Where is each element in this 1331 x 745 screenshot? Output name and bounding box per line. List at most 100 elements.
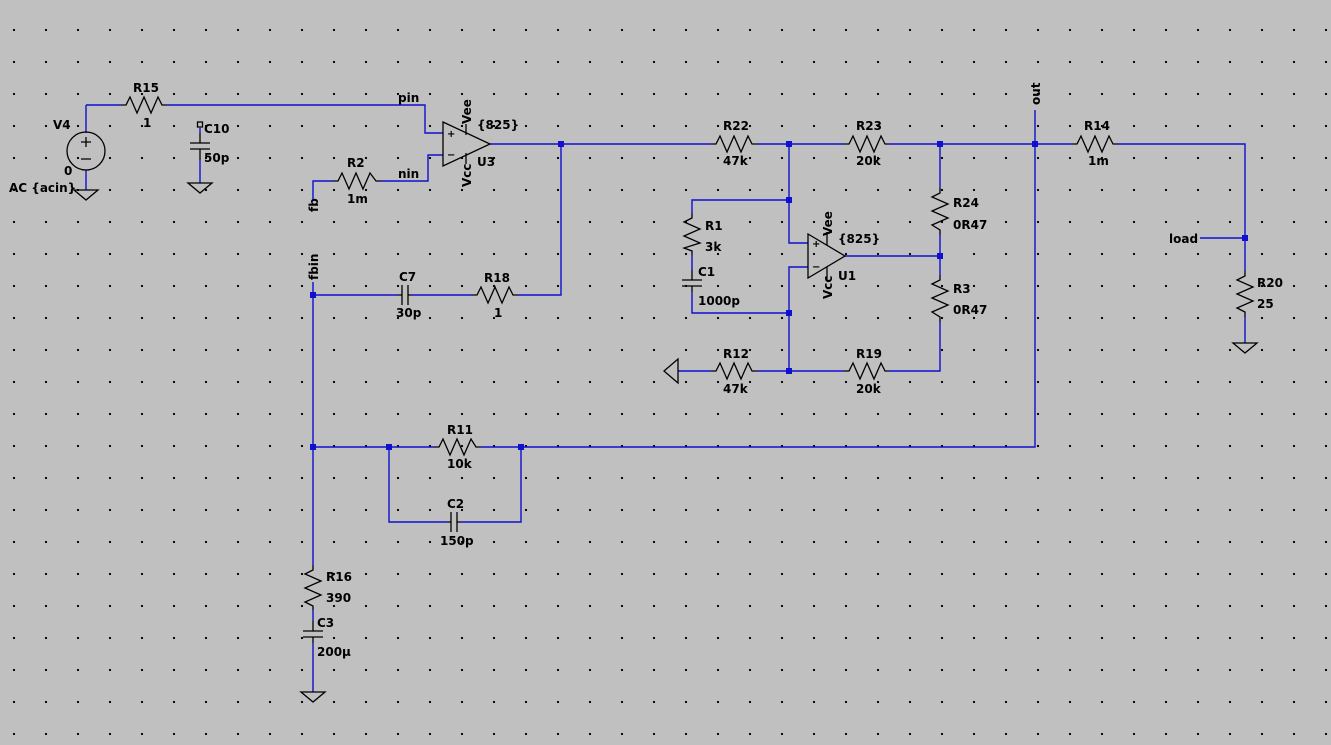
r11-name: R11: [447, 423, 473, 437]
v4-polarity-icon: [81, 137, 91, 160]
wire-r14-r20: [1118, 143, 1246, 271]
r16-value: 390: [326, 591, 351, 605]
r16-resistor-icon: [303, 565, 323, 610]
r22-resistor-icon: [711, 134, 757, 154]
junctions: [310, 141, 1248, 450]
c7-value: 30p: [396, 306, 422, 320]
r1-resistor-icon: [681, 213, 702, 255]
ground-icon-v4: [72, 189, 100, 201]
wire-u1-minus: [788, 266, 808, 371]
wire-out-fb: [521, 110, 1036, 448]
wires: [85, 104, 1246, 692]
c1-value: 1000p: [698, 294, 740, 308]
svg-text:+: +: [812, 239, 820, 250]
v4-ac-value: AC {acin}: [9, 181, 76, 195]
junction-u1-out: [937, 253, 943, 259]
c7-capacitor-icon: [398, 285, 412, 305]
svg-text:−: −: [812, 262, 820, 273]
net-label-pin: pin: [398, 91, 419, 105]
r2-name: R2: [347, 156, 365, 170]
wire-u3-fb: [518, 144, 562, 296]
r18-value: 1: [494, 306, 502, 320]
net-label-out: out: [1029, 82, 1043, 105]
c1-capacitor-icon: [682, 270, 702, 292]
wire-c1-bot: [691, 292, 789, 314]
u1-vcc-label: Vcc: [821, 275, 835, 299]
v4-source-icon: [66, 131, 106, 171]
component-labels: V4 0 AC {acin} R15 1 C10 50p R2 1m {825}…: [9, 81, 1283, 659]
r15-value: 1: [143, 116, 151, 130]
ground-icon-c3: [299, 691, 327, 703]
r23-value: 20k: [856, 154, 882, 168]
u3-opamp-icon: + −: [442, 120, 492, 168]
c2-value: 150p: [440, 534, 474, 548]
r14-name: R14: [1084, 119, 1110, 133]
junction-out: [1032, 141, 1038, 147]
ground-icon-r12: [663, 357, 679, 385]
wire-nin: [381, 154, 443, 182]
junction-r12-r19: [786, 368, 792, 374]
u3-vcc-label: Vcc: [460, 163, 474, 187]
r12-name: R12: [723, 347, 749, 361]
u1-value: {825}: [838, 232, 880, 246]
net-label-load: load: [1169, 232, 1198, 246]
wire-u1-plus: [788, 144, 808, 244]
r23-resistor-icon: [844, 134, 889, 154]
wire-r3-r19: [889, 322, 941, 372]
net-labels: pin nin fb fbin out load: [307, 82, 1198, 280]
u3-vee-label: Vee: [460, 99, 474, 124]
junction-fbin-r11: [310, 444, 316, 450]
net-label-nin: nin: [398, 167, 419, 181]
c10-value: 50p: [204, 151, 230, 165]
r18-name: R18: [484, 271, 510, 285]
c3-capacitor-icon: [303, 621, 323, 643]
r2-resistor-icon: [333, 171, 381, 191]
junction-u3-out: [558, 141, 564, 147]
c2-capacitor-icon: [447, 512, 461, 532]
r20-resistor-icon: [1235, 271, 1255, 317]
c3-value: 200µ: [317, 645, 351, 659]
c1-name: C1: [698, 265, 715, 279]
junction-c1-bot: [786, 310, 792, 316]
wire-fb: [312, 180, 333, 200]
net-label-fbin: fbin: [307, 254, 321, 280]
v4-voltage-source: [66, 131, 106, 171]
r3-name: R3: [953, 282, 971, 296]
r2-value: 1m: [347, 192, 368, 206]
r19-resistor-icon: [844, 361, 889, 381]
wire-c2-left: [388, 447, 447, 523]
r3-value: 0R47: [953, 303, 987, 317]
r19-name: R19: [856, 347, 882, 361]
r23-name: R23: [856, 119, 882, 133]
ground-icon-c10: [186, 182, 214, 194]
wire-r1-top: [691, 199, 789, 213]
junction-load: [1242, 235, 1248, 241]
r22-name: R22: [723, 119, 749, 133]
r1-name: R1: [705, 219, 723, 233]
v4-name: V4: [53, 118, 71, 132]
u1-name: U1: [838, 269, 856, 283]
junction-r22-r23: [786, 141, 792, 147]
u3-value: {825}: [477, 118, 519, 132]
c10-name: C10: [204, 122, 230, 136]
r24-value: 0R47: [953, 218, 987, 232]
ground-icon-r20: [1231, 342, 1259, 354]
junction-r11-left: [386, 444, 392, 450]
r3-resistor-icon: [930, 275, 950, 322]
r24-name: R24: [953, 196, 979, 210]
junction-r1-top: [786, 197, 792, 203]
c7-name: C7: [399, 270, 416, 284]
c3-name: C3: [317, 616, 334, 630]
r11-value: 10k: [447, 457, 473, 471]
wire-c2-right: [461, 447, 522, 523]
r1-value: 3k: [705, 240, 722, 254]
r14-value: 1m: [1088, 154, 1109, 168]
junction-fbin: [310, 292, 316, 298]
c2-name: C2: [447, 497, 464, 511]
r22-value: 47k: [723, 154, 749, 168]
c10-capacitor-icon: [190, 121, 210, 160]
r12-resistor-icon: [711, 361, 757, 381]
junction-r23-r24: [937, 141, 943, 147]
r15-resistor-icon: [121, 95, 167, 115]
